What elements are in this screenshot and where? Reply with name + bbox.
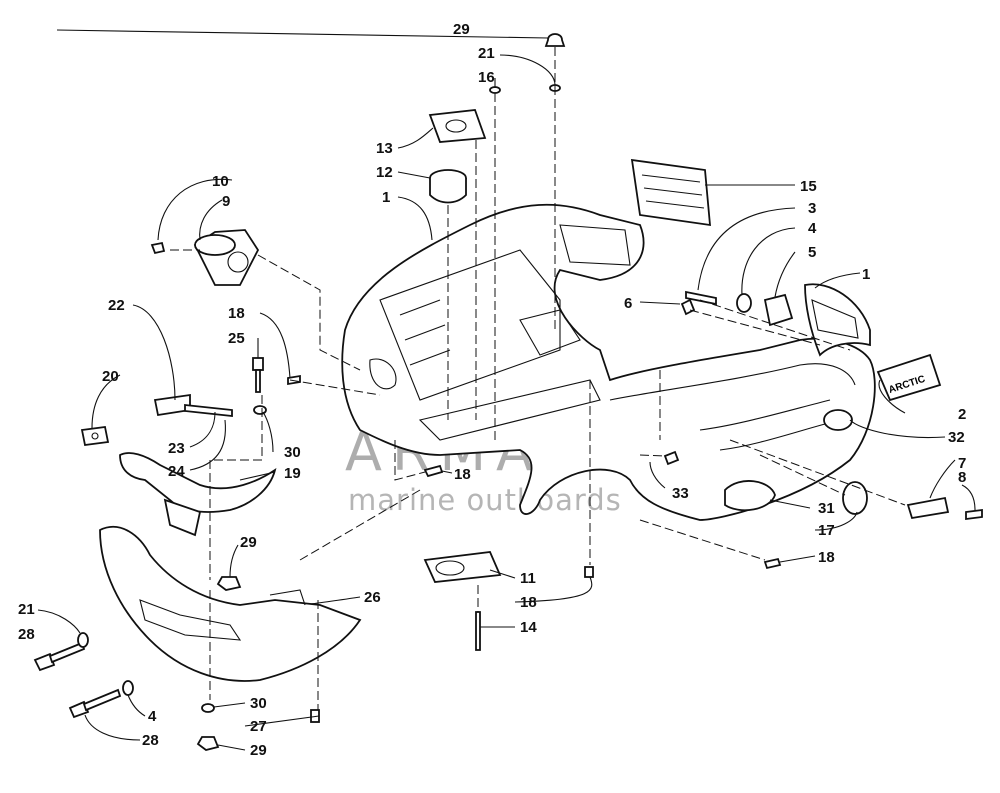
mesh-31 bbox=[724, 480, 776, 512]
callout-30-upper: 30 bbox=[284, 444, 301, 461]
screw-18-right bbox=[763, 557, 782, 570]
plate-13 bbox=[428, 109, 487, 143]
callout-11: 11 bbox=[520, 570, 536, 587]
screw-8 bbox=[965, 508, 983, 521]
callout-7: 7 bbox=[958, 455, 966, 472]
bolt-28-upper bbox=[33, 641, 86, 672]
nut-29-bottom bbox=[196, 736, 220, 751]
callout-18-mid: 18 bbox=[454, 466, 471, 483]
callout-29-bottom: 29 bbox=[250, 742, 267, 759]
plate-11 bbox=[423, 551, 502, 583]
callout-18-right: 18 bbox=[818, 549, 835, 566]
washer-4-left bbox=[122, 680, 134, 696]
callout-27: 27 bbox=[250, 718, 267, 735]
reflector-7 bbox=[906, 496, 950, 520]
callout-28-lower: 28 bbox=[142, 732, 159, 749]
callout-9: 9 bbox=[222, 193, 230, 210]
callout-6: 6 bbox=[624, 295, 632, 312]
callout-24: 24 bbox=[168, 463, 185, 480]
callout-10: 10 bbox=[212, 173, 229, 190]
callout-31: 31 bbox=[818, 500, 835, 517]
callout-29-mid: 29 bbox=[240, 534, 257, 551]
rod-14 bbox=[475, 611, 481, 651]
bolt-10 bbox=[150, 241, 166, 255]
callout-18-upper: 18 bbox=[228, 305, 245, 322]
callout-1-right: 1 bbox=[862, 266, 870, 283]
bolt-23 bbox=[184, 403, 233, 418]
cap-29-top bbox=[544, 33, 566, 47]
callout-8: 8 bbox=[958, 469, 966, 486]
callout-15: 15 bbox=[800, 178, 817, 195]
callout-25: 25 bbox=[228, 330, 245, 347]
callout-17: 17 bbox=[818, 522, 835, 539]
callout-18-lower: 18 bbox=[520, 594, 537, 611]
latch-block-5 bbox=[763, 293, 794, 327]
mesh-32 bbox=[823, 409, 853, 431]
callout-labels: 29 21 16 13 12 1 15 10 9 3 4 5 1 6 22 18… bbox=[18, 21, 966, 759]
screw-6 bbox=[680, 298, 696, 316]
callout-5: 5 bbox=[808, 244, 816, 261]
callout-32: 32 bbox=[948, 429, 965, 446]
callout-22: 22 bbox=[108, 297, 125, 314]
callout-2: 2 bbox=[958, 406, 966, 423]
hood-badge: ARCTIC bbox=[876, 353, 942, 402]
callout-21-top: 21 bbox=[478, 45, 495, 62]
bolt-28-lower bbox=[68, 688, 122, 719]
belly-pan-body bbox=[341, 203, 876, 521]
bracket-20 bbox=[80, 425, 110, 447]
plug-17 bbox=[842, 481, 868, 515]
assembly-lines bbox=[170, 47, 906, 710]
vent-grille bbox=[630, 158, 711, 227]
callout-23: 23 bbox=[168, 440, 185, 457]
screw-18-upper bbox=[287, 374, 301, 386]
callout-1-left: 1 bbox=[382, 189, 390, 206]
callout-14: 14 bbox=[520, 619, 537, 636]
leader-lines bbox=[37, 29, 976, 751]
screw-18-mid bbox=[423, 464, 444, 478]
callout-29-top: 29 bbox=[453, 21, 470, 38]
screw-33 bbox=[663, 450, 680, 466]
grommet-12 bbox=[429, 169, 467, 204]
washer-4 bbox=[736, 293, 752, 313]
watermark-tagline: marine outboards bbox=[348, 483, 622, 517]
gauge-housing bbox=[193, 229, 260, 286]
washer-21-left bbox=[77, 632, 89, 648]
callout-4-right: 4 bbox=[808, 220, 817, 237]
callout-26: 26 bbox=[364, 589, 381, 606]
callout-28-upper: 28 bbox=[18, 626, 35, 643]
screw-3 bbox=[685, 290, 717, 306]
callout-33: 33 bbox=[672, 485, 689, 502]
washer-30-upper bbox=[253, 405, 267, 415]
screw-18-lower bbox=[584, 566, 594, 578]
grab-handle bbox=[119, 452, 277, 537]
callout-12: 12 bbox=[376, 164, 393, 181]
callout-19: 19 bbox=[284, 465, 301, 482]
lower-pan bbox=[99, 525, 362, 682]
callout-30-lower: 30 bbox=[250, 695, 267, 712]
bolt-25 bbox=[252, 357, 264, 393]
callout-16: 16 bbox=[478, 69, 495, 86]
washer-30-lower bbox=[201, 703, 215, 713]
callout-13: 13 bbox=[376, 140, 393, 157]
callout-4-left: 4 bbox=[148, 708, 157, 725]
callout-21-left: 21 bbox=[18, 601, 35, 618]
callout-20: 20 bbox=[102, 368, 119, 385]
nut-29-mid bbox=[216, 576, 242, 591]
callout-3: 3 bbox=[808, 200, 816, 217]
